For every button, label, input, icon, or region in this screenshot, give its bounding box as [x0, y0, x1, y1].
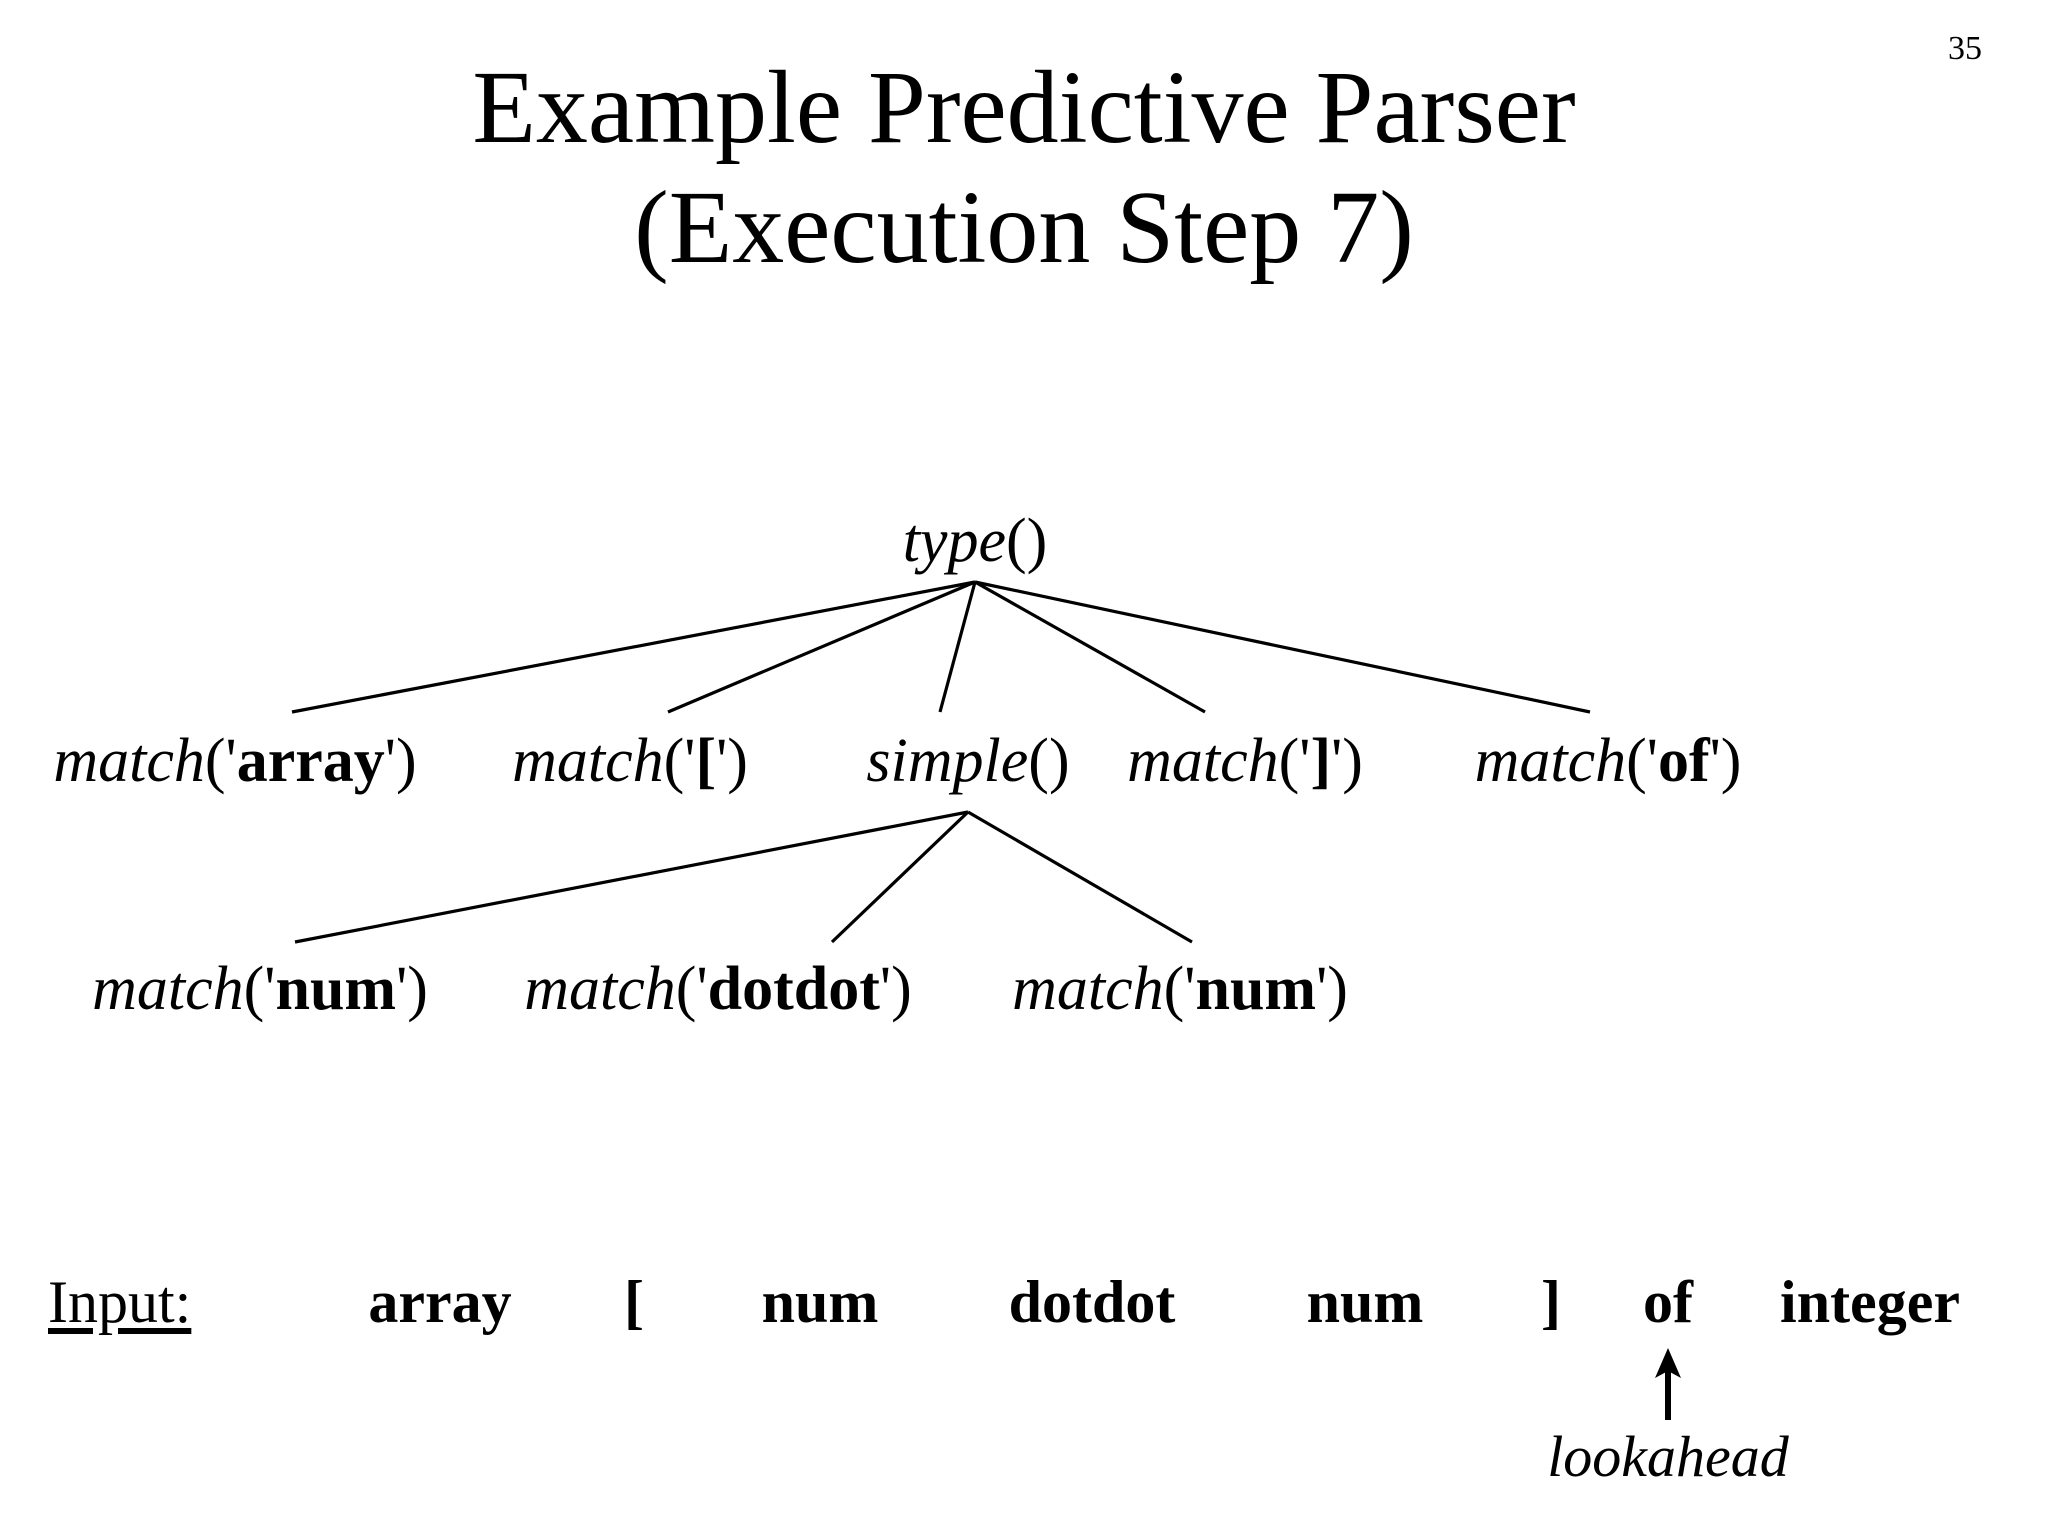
tree-node-match-rbrack[interactable]: match(']') — [1127, 727, 1363, 795]
input-label: Input: — [48, 1269, 192, 1335]
tree-node-match-lbrack[interactable]: match('[') — [512, 727, 748, 795]
tree-edge — [291, 580, 976, 714]
input-token-line: Input: array [ num dotdot num] of integer — [0, 1272, 2048, 1342]
tree-node-match-num-1[interactable]: match('num') — [92, 955, 428, 1023]
input-token: dotdot — [1008, 1269, 1176, 1335]
input-token: num — [761, 1269, 879, 1335]
tree-node-type[interactable]: type() — [902, 507, 1048, 575]
input-token: of — [1643, 1269, 1693, 1335]
title-line-1: Example Predictive Parser — [472, 50, 1576, 165]
tree-edge — [974, 580, 1591, 714]
tree-edge — [974, 580, 1206, 714]
edges-from-root — [291, 580, 1591, 714]
title-line-2: (Execution Step 7) — [634, 169, 1414, 285]
tree-node-match-dotdot[interactable]: match('dotdot') — [524, 955, 912, 1023]
page-number: 35 — [1948, 30, 1982, 67]
lookahead-label: lookahead — [1547, 1424, 1789, 1489]
input-token: ] — [1541, 1269, 1561, 1335]
tree-edge — [294, 810, 969, 944]
page-title: Example Predictive Parser (Execution Ste… — [0, 48, 2048, 287]
input-token: integer — [1780, 1269, 1960, 1335]
tree-edge — [938, 581, 977, 713]
input-token: array — [368, 1269, 512, 1335]
tree-edge — [967, 810, 1193, 944]
tree-node-match-num-2[interactable]: match('num') — [1012, 955, 1348, 1023]
tree-edge — [667, 580, 976, 714]
tree-node-match-array[interactable]: match('array') — [53, 727, 417, 795]
input-token: num — [1306, 1269, 1424, 1335]
tree-edge — [830, 810, 970, 944]
edges-from-simple — [294, 810, 1193, 944]
tree-node-simple[interactable]: simple() — [866, 727, 1070, 795]
lookahead-arrow-icon — [1655, 1348, 1681, 1420]
tree-node-match-of[interactable]: match('of') — [1474, 727, 1742, 795]
input-token: [ — [624, 1269, 644, 1335]
